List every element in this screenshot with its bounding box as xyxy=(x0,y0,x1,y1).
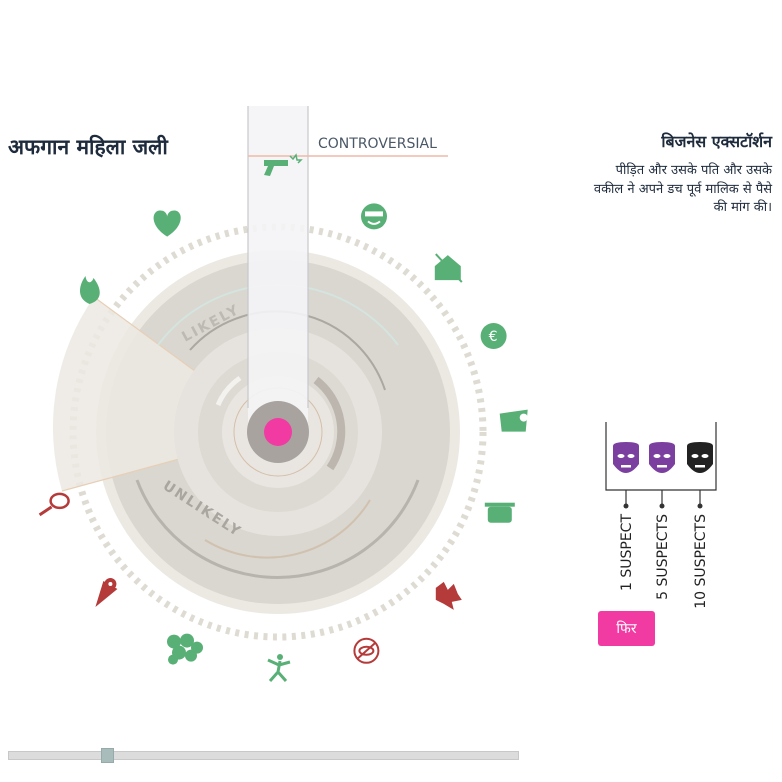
heart-icon[interactable] xyxy=(153,210,181,237)
grapes-icon[interactable] xyxy=(167,633,203,665)
motive-description: पीड़ित और उसके पति और उसके वकील ने अपने … xyxy=(593,163,772,215)
motive-wheel[interactable]: LIKELY UNLIKELY CONTROVERSIAL € xyxy=(0,0,590,720)
case-title: अफगान महिला जली xyxy=(8,135,168,159)
mask-icon xyxy=(649,442,675,473)
timeline-slider-handle[interactable] xyxy=(101,748,115,763)
arc-inner-light xyxy=(215,375,242,407)
skull-cone-icon[interactable] xyxy=(95,578,118,607)
dancer-icon[interactable] xyxy=(267,654,291,682)
unlikely-arc xyxy=(135,479,420,579)
suspect-count-chooser[interactable]: 1 SUSPECT 5 SUSPECTS 10 SUSPECTS xyxy=(590,410,740,610)
house-crossed-icon[interactable] xyxy=(434,253,463,283)
no-eye-icon[interactable] xyxy=(353,637,380,664)
pot-icon[interactable] xyxy=(484,502,515,523)
suspect-bracket xyxy=(605,422,717,491)
timeline-slider-track[interactable] xyxy=(8,751,519,760)
suspect-label: 5 SUSPECTS xyxy=(655,514,671,600)
outer-dotted-ring xyxy=(69,223,487,641)
suspect-option[interactable]: 1 SUSPECT xyxy=(613,442,639,591)
bag-icon[interactable] xyxy=(499,409,528,432)
wolf-head-icon[interactable] xyxy=(435,581,462,610)
suspect-label: 10 SUSPECTS xyxy=(693,514,709,609)
arc-mid-2 xyxy=(204,499,371,559)
center-dot xyxy=(264,418,292,446)
suspect-option[interactable]: 10 SUSPECTS xyxy=(687,442,713,609)
again-button[interactable]: फिर xyxy=(598,611,655,646)
suspect-label: 1 SUSPECT xyxy=(619,514,635,591)
revolver-icon[interactable] xyxy=(264,153,303,176)
masked-face-icon[interactable] xyxy=(361,203,387,230)
noose-icon[interactable] xyxy=(38,492,70,517)
flame-icon[interactable] xyxy=(80,276,100,304)
arc-inner-thick xyxy=(313,376,346,471)
motive-title: बिजनेस एक्सटॉर्शन xyxy=(661,132,772,151)
suspect-option[interactable]: 5 SUSPECTS xyxy=(649,442,675,600)
mask-icon xyxy=(613,442,639,473)
selector-beam xyxy=(248,106,308,432)
euro-head-icon[interactable]: € xyxy=(480,323,507,349)
svg-text:€: € xyxy=(489,329,498,345)
controversial-label: CONTROVERSIAL xyxy=(318,136,437,152)
mask-icon xyxy=(687,442,713,473)
